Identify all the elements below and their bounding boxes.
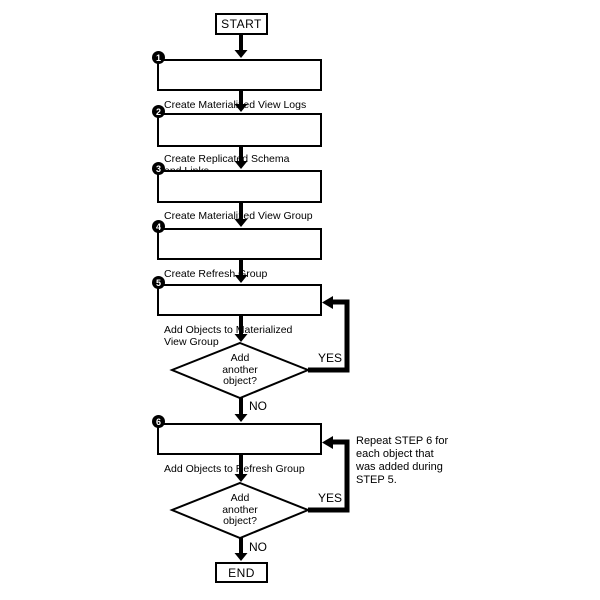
arrow-step6-to-decision2 (234, 455, 248, 482)
step-box-5: 5 Add Objects to Materialized View Group (152, 276, 322, 348)
yes-label: YES (318, 351, 343, 365)
loop-decision2-to-step6 (308, 436, 350, 513)
end-label: END (228, 565, 255, 580)
decision-question: Add another object? (222, 492, 258, 527)
step-box-4: 4 Create Refresh Group (152, 220, 322, 280)
step-label: Add Objects to Refresh Group (164, 463, 305, 475)
arrow-step3-to-step4 (234, 203, 248, 227)
decision2-diamond (169, 481, 311, 540)
step-label: Create Refresh Group (164, 268, 268, 280)
arrow-step4-to-step5 (234, 260, 248, 283)
step-number-badge: 2 (152, 105, 165, 118)
step-box-1: 1 Create Materialized View Logs at Maste… (152, 51, 322, 123)
end-node: END (215, 562, 268, 583)
step-number-badge: 4 (152, 220, 165, 233)
arrow-step1-to-step2 (234, 91, 248, 112)
no-label: NO (249, 399, 267, 413)
arrow-decision2-to-end (234, 538, 248, 561)
step-box-6: 6 Add Objects to Refresh Group (152, 415, 322, 475)
start-node: START (215, 13, 268, 35)
arrow-step5-to-decision1 (234, 316, 248, 342)
step-number-badge: 3 (152, 162, 165, 175)
arrow-step2-to-step3 (234, 147, 248, 169)
loop-decision1-to-step5 (308, 296, 350, 373)
no-label: NO (249, 540, 267, 554)
step-number-badge: 6 (152, 415, 165, 428)
arrow-decision1-to-step6 (234, 398, 248, 422)
step-label: Create Materialized View Group (164, 210, 313, 222)
yes-label: YES (318, 491, 343, 505)
arrow-start-to-step1 (234, 35, 248, 58)
annotation-note: Repeat STEP 6 for each object that was a… (356, 435, 449, 486)
step-box-3: 3 Create Materialized View Group (152, 162, 322, 222)
decision1-diamond (169, 341, 311, 400)
step-number-badge: 1 (152, 51, 165, 64)
decision-question: Add another object? (222, 352, 258, 387)
step-box-2: 2 Create Replicated Schema and Links (152, 105, 322, 177)
step-label: Add Objects to Materialized View Group (164, 324, 293, 348)
step-number-badge: 5 (152, 276, 165, 289)
start-label: START (221, 17, 262, 31)
